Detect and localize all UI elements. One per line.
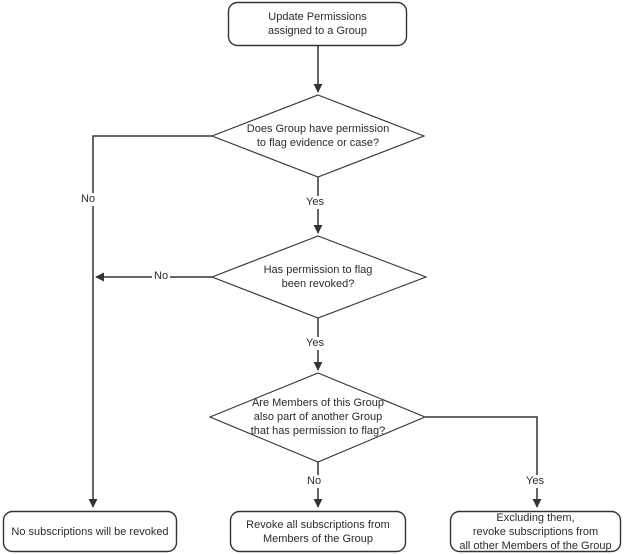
node-outcome1-shape[interactable] [2,510,178,553]
edge-decision3-yes [425,416,542,508]
edge-decision1-no [88,135,212,508]
node-decision2-shape[interactable] [210,235,428,319]
edge-label-decision2-yes: Yes [304,337,326,350]
node-outcome3-shape[interactable] [449,510,622,553]
edge-label-decision1-yes: Yes [304,196,326,209]
edge-label-decision1-no: No [79,193,98,206]
node-decision3-shape[interactable] [208,372,427,463]
edge-label-decision2-no: No [152,270,171,283]
node-outcome2-shape[interactable] [229,510,407,553]
node-decision1-shape[interactable] [210,94,426,178]
edge-label-decision3-no: No [305,475,324,488]
node-start-shape[interactable] [227,1,408,47]
edge-label-decision3-yes: Yes [524,475,546,488]
